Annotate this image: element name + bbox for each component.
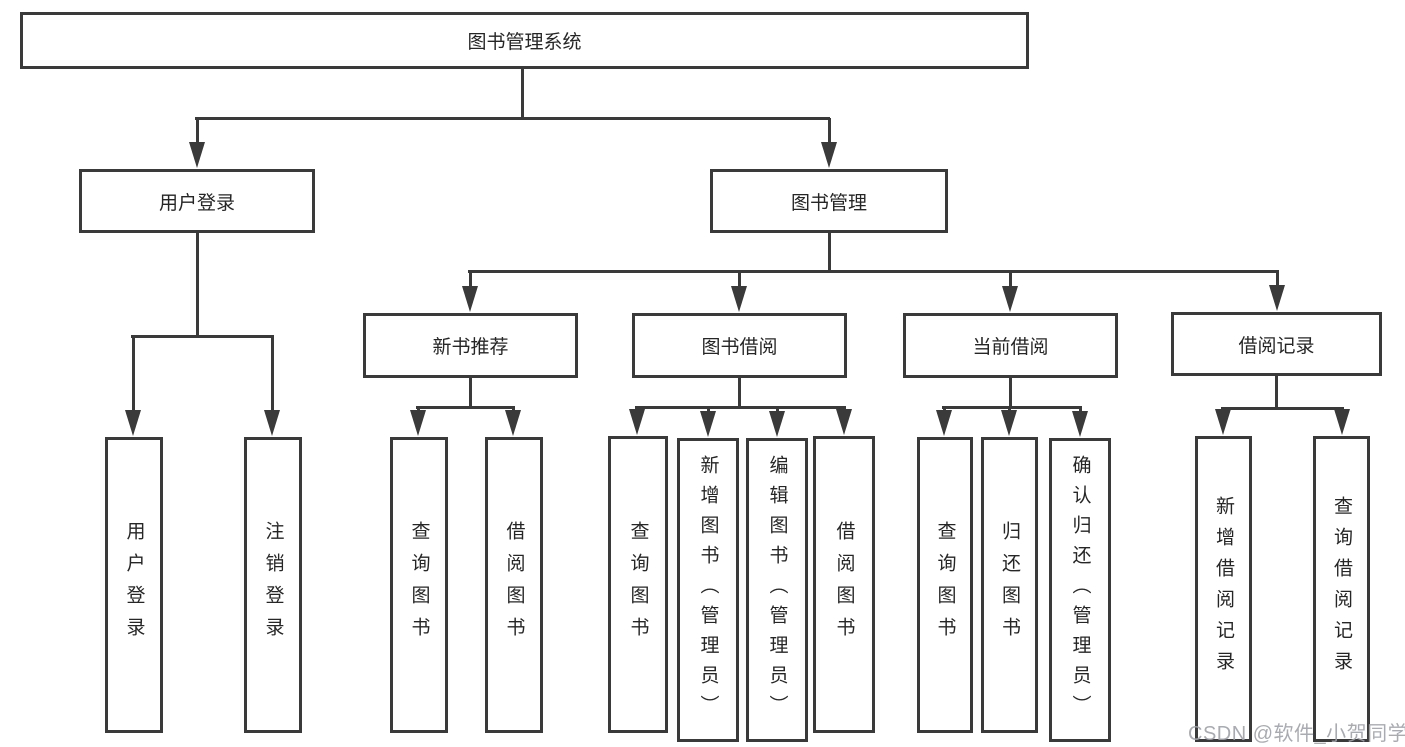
connector-line (468, 376, 472, 409)
node-label: 归还图书 (999, 521, 1020, 649)
leaf-user-login: 用户登录 (105, 437, 163, 733)
connector-line (1008, 271, 1012, 290)
node-label: 编辑图书（管理员） (766, 455, 788, 725)
connector-line (1274, 375, 1278, 409)
leaf-logout: 注销登录 (244, 437, 302, 733)
arrowhead-down-icon (1269, 285, 1285, 311)
node-label: 图书管理系统 (467, 32, 582, 53)
node-label: 借阅图书 (833, 520, 855, 649)
node-label: 注销登录 (262, 521, 284, 649)
arrowhead-down-icon (1002, 286, 1018, 312)
leaf-newbook-query-books: 查询图书 (390, 437, 448, 733)
leaf-borrow-books: 借阅图书 (813, 436, 875, 733)
node-label: 查询借阅记录 (1331, 496, 1352, 682)
connector-line (737, 377, 741, 409)
arrowhead-down-icon (700, 411, 716, 437)
arrowhead-down-icon (189, 142, 205, 168)
arrowhead-down-icon (836, 409, 852, 435)
connector-line (416, 405, 515, 409)
connector-line (195, 116, 830, 120)
connector-line (195, 232, 199, 338)
arrowhead-down-icon (936, 410, 952, 436)
node-label: 借阅图书 (503, 521, 525, 649)
arrowhead-down-icon (629, 409, 645, 435)
node-book-borrow: 图书借阅 (632, 313, 847, 378)
node-label: 查询图书 (408, 521, 430, 649)
arrowhead-down-icon (1334, 409, 1350, 435)
connector-line (270, 336, 274, 414)
arrowhead-down-icon (1072, 411, 1088, 437)
node-label: 查询图书 (934, 521, 956, 649)
arrowhead-down-icon (769, 411, 785, 437)
leaf-query-borrow-record: 查询借阅记录 (1313, 436, 1370, 742)
node-current-borrow: 当前借阅 (903, 313, 1118, 378)
node-library-system: 图书管理系统 (20, 12, 1029, 69)
leaf-confirm-return-admin: 确认归还（管理员） (1049, 438, 1111, 742)
connector-line (737, 271, 741, 290)
csdn-watermark: CSDN @软件_小贺同学 (1188, 723, 1405, 745)
node-label: 用户登录 (158, 192, 235, 214)
node-label: 图书借阅 (701, 337, 778, 358)
leaf-newbook-borrow-books: 借阅图书 (485, 437, 543, 733)
arrowhead-down-icon (410, 410, 426, 436)
node-label: 新增借阅记录 (1213, 496, 1234, 682)
leaf-add-borrow-record: 新增借阅记录 (1195, 436, 1252, 742)
arrowhead-down-icon (1215, 409, 1231, 435)
connector-line (1008, 377, 1012, 409)
arrowhead-down-icon (462, 286, 478, 312)
node-user-login: 用户登录 (79, 169, 315, 233)
arrowhead-down-icon (731, 286, 747, 312)
connector-line (635, 405, 846, 409)
connector-line (131, 336, 135, 414)
arrowhead-down-icon (505, 410, 521, 436)
leaf-return-books: 归还图书 (981, 437, 1038, 733)
node-label: 确认归还（管理员） (1069, 455, 1091, 725)
node-label: 新书推荐 (432, 337, 509, 358)
leaf-edit-books-admin: 编辑图书（管理员） (746, 438, 808, 742)
connector-line (468, 271, 472, 290)
node-label: 新增图书（管理员） (697, 455, 719, 725)
node-new-book-recommend: 新书推荐 (363, 313, 578, 378)
node-label: 图书管理 (790, 192, 867, 214)
connector-line (468, 269, 1279, 273)
connector-line (1221, 406, 1344, 410)
leaf-add-books-admin: 新增图书（管理员） (677, 438, 739, 742)
arrowhead-down-icon (125, 410, 141, 436)
node-book-management: 图书管理 (710, 169, 948, 233)
connector-line (195, 118, 199, 146)
arrowhead-down-icon (264, 410, 280, 436)
node-label: 查询图书 (627, 520, 649, 649)
connector-line (827, 232, 831, 273)
connector-line (520, 68, 524, 120)
node-borrow-record: 借阅记录 (1171, 312, 1382, 376)
leaf-borrow-query-books: 查询图书 (608, 436, 668, 733)
node-label: 当前借阅 (972, 337, 1049, 358)
connector-line (131, 334, 274, 338)
arrowhead-down-icon (821, 142, 837, 168)
connector-line (827, 118, 831, 146)
node-label: 用户登录 (123, 521, 145, 649)
node-label: 借阅记录 (1238, 335, 1315, 357)
connector-line (1275, 271, 1279, 289)
leaf-current-query-books: 查询图书 (917, 437, 973, 733)
connector-line (942, 405, 1082, 409)
arrowhead-down-icon (1001, 410, 1017, 436)
